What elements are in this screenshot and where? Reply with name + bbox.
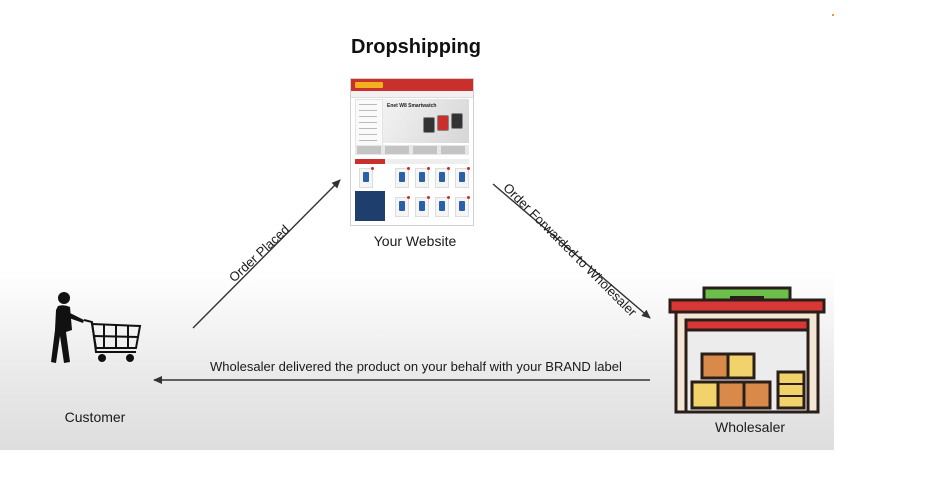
product-thumbnail bbox=[455, 196, 470, 217]
website-ad-tile bbox=[355, 191, 385, 221]
product-thumbnail bbox=[455, 167, 470, 188]
arrow-order-placed bbox=[192, 179, 341, 329]
wholesaler-store-icon bbox=[668, 286, 826, 414]
customer-with-cart-icon bbox=[51, 292, 142, 363]
product-thumbnail bbox=[395, 196, 410, 217]
watch-icon bbox=[437, 115, 449, 131]
website-label: Your Website bbox=[373, 233, 457, 249]
website-promo-strip bbox=[355, 145, 469, 155]
product-thumbnail bbox=[435, 196, 450, 217]
website-sidebar bbox=[355, 99, 383, 153]
website-banner: Enet W8 Smartwatch bbox=[383, 99, 469, 143]
website-screenshot: Enet W8 Smartwatch bbox=[350, 78, 474, 226]
website-tab-active bbox=[355, 159, 385, 164]
product-thumbnail bbox=[395, 167, 410, 188]
arrow-order-forwarded bbox=[492, 183, 651, 319]
customer-label: Customer bbox=[64, 409, 126, 425]
product-thumbnail bbox=[415, 196, 430, 217]
website-logo bbox=[355, 82, 383, 88]
website-banner-title: Enet W8 Smartwatch bbox=[387, 103, 437, 109]
decorative-dot bbox=[832, 14, 834, 16]
product-thumbnail bbox=[435, 167, 450, 188]
website-tab-bar bbox=[355, 159, 469, 164]
wholesaler-label: Wholesaler bbox=[714, 419, 786, 435]
diagram-title: Dropshipping bbox=[351, 36, 481, 58]
watch-icon bbox=[423, 117, 435, 133]
website-header-bar bbox=[351, 79, 473, 91]
watch-icon bbox=[451, 113, 463, 129]
delivered-label: Wholesaler delivered the product on your… bbox=[210, 359, 622, 374]
product-thumbnail bbox=[415, 167, 430, 188]
website-nav-bar bbox=[351, 91, 473, 98]
product-thumbnail bbox=[359, 167, 374, 188]
